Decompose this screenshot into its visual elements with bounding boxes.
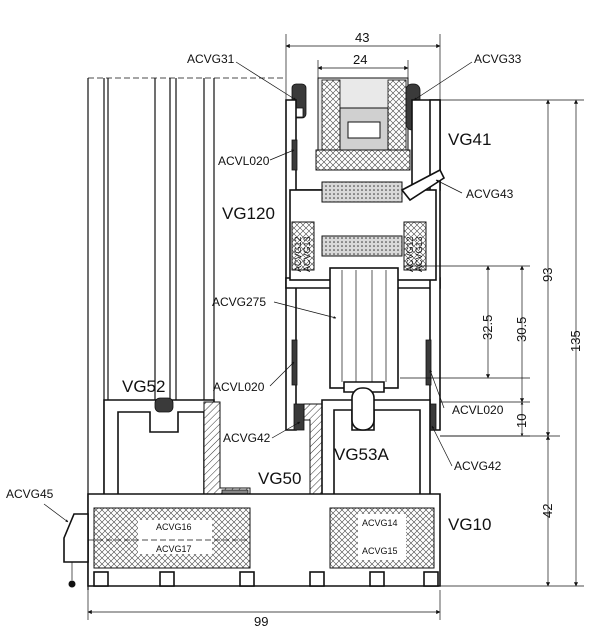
label-acvg45: ACVG45 [6, 487, 54, 501]
label-acvg12-left: ACVG12 [293, 236, 303, 272]
acvg12-13-insert-right [403, 221, 427, 271]
leader-lines [43, 61, 473, 523]
label-vg52: VG52 [122, 377, 165, 396]
vg10-frame [63, 493, 441, 588]
part-labels: ACVG31 ACVG33 ACVL020 VG41 VG120 ACVG43 … [6, 52, 522, 556]
acvl020-strip-top [291, 139, 298, 171]
vg52-seal [154, 397, 174, 413]
label-vg41: VG41 [448, 130, 491, 149]
label-vg10: VG10 [448, 515, 491, 534]
label-acvg16: ACVG16 [156, 522, 192, 532]
label-acvg33: ACVG33 [474, 52, 522, 66]
label-vg50: VG50 [258, 469, 301, 488]
dim-bottom-width: 99 [254, 614, 268, 629]
dim-glass-width: 24 [353, 52, 367, 67]
drip-point [68, 580, 76, 588]
label-acvg275: ACVG275 [212, 295, 266, 309]
acvl020-strip-mid [291, 339, 298, 386]
label-acvg42-left: ACVG42 [223, 431, 271, 445]
right-sash-glazing [291, 77, 421, 171]
vg53a-profile [321, 387, 431, 501]
label-acvl020-top: ACVL020 [218, 154, 270, 168]
dim-10: 10 [514, 414, 529, 428]
label-acvg43: ACVG43 [466, 187, 514, 201]
acvg275-bead [329, 267, 399, 389]
dim-42: 42 [540, 504, 555, 518]
vg52-profile [103, 397, 215, 501]
dim-93: 93 [540, 268, 555, 282]
glazing-tape-left [321, 79, 341, 151]
label-acvg12-right: ACVG12 [405, 236, 415, 272]
dim-32-5: 32.5 [480, 315, 495, 340]
glass-support [315, 149, 411, 171]
dim-top-width: 43 [355, 30, 369, 45]
acvg43-clip [400, 168, 446, 202]
dimension-lines [87, 34, 584, 620]
dim-30-5: 30.5 [514, 317, 529, 342]
label-acvg13-right: ACVG13 [414, 236, 424, 272]
label-acvl020-right: ACVL020 [452, 403, 504, 417]
glazing-tape-right [387, 79, 407, 151]
label-acvg13-left: ACVG13 [302, 236, 312, 272]
dimension-values: 43 24 99 93 135 42 32.5 30.5 10 [254, 30, 583, 629]
label-acvg14: ACVG14 [362, 518, 398, 528]
acvg45-drip-cap [63, 513, 89, 563]
label-acvg31: ACVG31 [187, 52, 235, 66]
dim-135: 135 [568, 330, 583, 352]
label-acvl020-mid: ACVL020 [213, 380, 265, 394]
label-acvg15: ACVG15 [362, 546, 398, 556]
label-acvg17: ACVG17 [156, 544, 192, 554]
acvl020-strip-right [425, 339, 432, 386]
label-vg53a: VG53A [334, 445, 389, 464]
label-vg120: VG120 [222, 204, 275, 223]
acvg42-seal-left [293, 403, 305, 431]
acvg12-13-insert-left [291, 221, 315, 271]
label-acvg42-right: ACVG42 [454, 459, 502, 473]
vg120-sash-profile [285, 99, 446, 431]
